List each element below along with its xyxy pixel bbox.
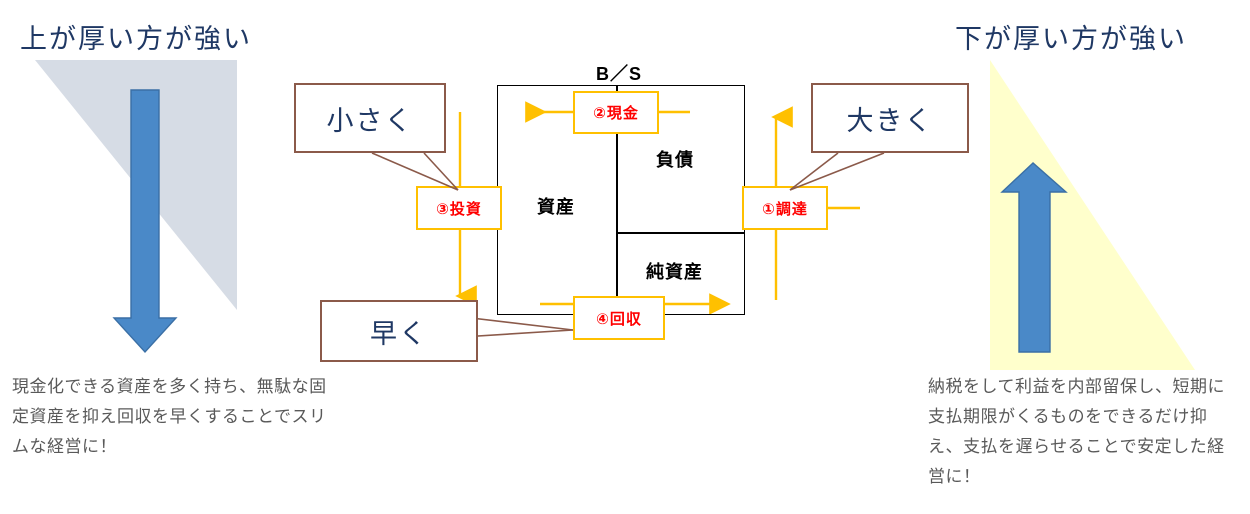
bs-horizontal-divider: [616, 232, 745, 234]
tail-big-2: [789, 152, 885, 191]
bs-vertical-divider: [616, 85, 618, 315]
down-arrow-icon: [112, 89, 178, 354]
bs-cell-liabilities: 負債: [656, 150, 694, 170]
right-panel-note: 納税をして利益を内部留保し、短期に支払期限がくるものをできるだけ抑え、支払を遅ら…: [928, 377, 1225, 486]
bs-cell-assets: 資産: [537, 197, 575, 217]
callout-fast[interactable]: 早く: [320, 300, 478, 362]
left-panel-title: 上が厚い方が強い: [20, 24, 252, 54]
right-triangle-with-up-arrow: [990, 60, 1195, 370]
tail-small: [371, 152, 459, 191]
tail-small-2: [423, 152, 459, 191]
left-panel-note: 現金化できる資産を多く持ち、無駄な固定資産を抑え回収を早くすることでスリムな経営…: [12, 377, 327, 456]
step-box-recover[interactable]: ④回収: [573, 296, 665, 340]
callout-fast-label: 早く: [370, 318, 428, 349]
callout-small-label: 小さく: [326, 105, 414, 136]
balance-sheet-title: B／S: [596, 64, 643, 84]
callout-small[interactable]: 小さく: [294, 83, 446, 153]
left-triangle-with-down-arrow: [35, 60, 237, 354]
callout-big-label: 大きく: [846, 105, 934, 136]
step-box-cash[interactable]: ②現金: [573, 91, 659, 134]
up-arrow-icon: [1000, 162, 1068, 353]
right-panel-title: 下が厚い方が強い: [955, 24, 1187, 54]
step-box-procure[interactable]: ①調達: [742, 186, 828, 230]
bs-cell-net-assets: 純資産: [646, 262, 703, 282]
callout-big[interactable]: 大きく: [811, 83, 969, 153]
step-box-invest[interactable]: ③投資: [416, 186, 502, 230]
tail-big: [789, 152, 839, 191]
